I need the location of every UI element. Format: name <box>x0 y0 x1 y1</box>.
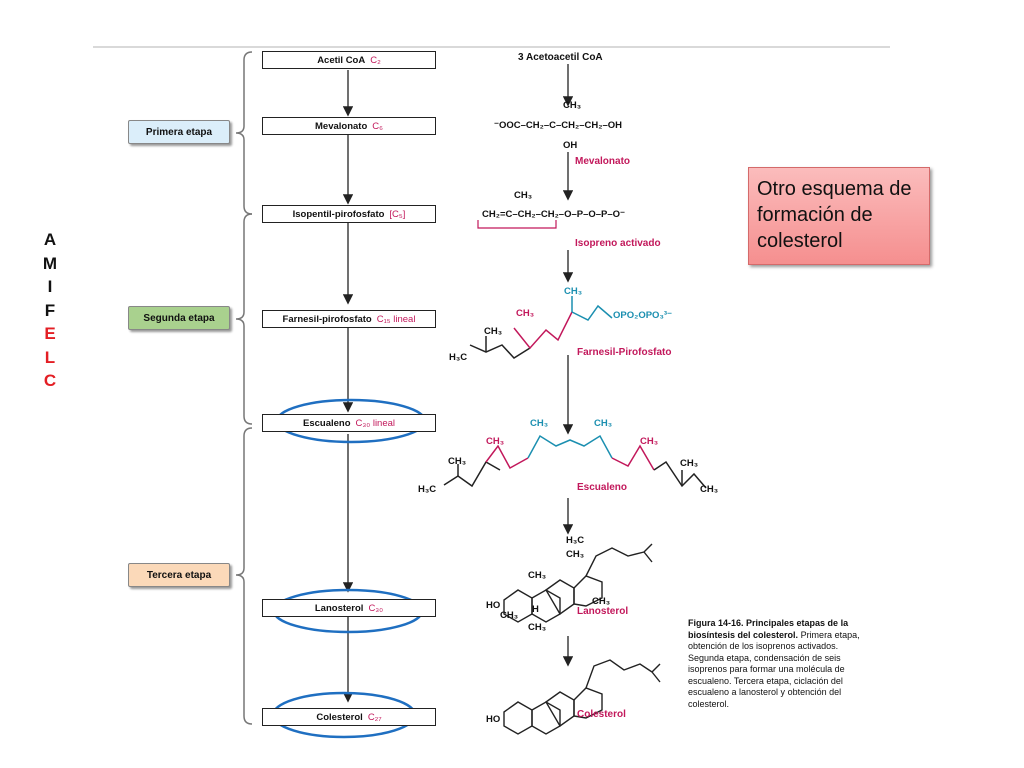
lanosterol-ch3-b: CH₃ <box>528 570 547 581</box>
escualeno-ch3-c: CH₃ <box>530 418 549 429</box>
letter-a: A <box>43 230 57 249</box>
lanosterol-label: Lanosterol <box>577 606 629 617</box>
box-colesterol-name: Colesterol <box>316 711 363 723</box>
box-escualeno-carbons: C₃₀ lineal <box>355 417 396 429</box>
escualeno-ch3-d: CH₃ <box>594 418 613 429</box>
escualeno-h3c: H₃C <box>418 484 437 495</box>
escualeno-ch3-a: CH₃ <box>448 456 467 467</box>
lanosterol-ch3-e: CH₃ <box>528 622 547 633</box>
farnesil-h3c: H₃C <box>449 352 468 363</box>
box-lanosterol: Lanosterol C₃₀ <box>262 599 436 617</box>
letter-l: L <box>44 347 56 367</box>
box-farnesil: Farnesil-pirofosfato C₁₅ lineal <box>262 310 436 328</box>
escualeno-ch3-b: CH₃ <box>486 436 505 447</box>
stage-tercera: Tercera etapa <box>128 563 230 587</box>
letter-c: C <box>43 371 57 390</box>
mevalonato-oh: OH <box>563 140 578 151</box>
colesterol-label: Colesterol <box>577 709 626 720</box>
figure-caption: Figura 14-16. Principales etapas de la b… <box>688 618 874 710</box>
lanosterol-ch3-c: CH₃ <box>592 596 611 607</box>
farnesil-ch3-c: CH₃ <box>564 286 583 297</box>
caption-body: Primera etapa, obtención de los isopreno… <box>688 629 860 709</box>
box-mevalonato: Mevalonato C₆ <box>262 117 436 135</box>
isopreno-ch3: CH₃ <box>514 190 533 201</box>
box-isopentil-name: Isopentil-pirofosfato <box>292 208 385 220</box>
box-mevalonato-name: Mevalonato <box>315 120 368 132</box>
side-acronym: A M I F E L C <box>38 228 62 393</box>
stage-segunda: Segunda etapa <box>128 306 230 330</box>
brace-primera <box>235 51 253 215</box>
lanosterol-h: H <box>532 604 539 615</box>
box-colesterol: Colesterol C₂₇ <box>262 708 436 726</box>
note-box: Otro esquema de formación de colesterol <box>748 167 930 265</box>
box-acetil-coa: Acetil CoA C₂ <box>262 51 436 69</box>
colesterol-structure <box>503 659 661 735</box>
box-escualeno: Escualeno C₃₀ lineal <box>262 414 436 432</box>
lanosterol-ch3-a: CH₃ <box>566 549 585 560</box>
box-farnesil-carbons: C₁₅ lineal <box>376 313 416 325</box>
isopreno-formula: CH₂=C–CH₂–CH₂–O–P–O–P–O⁻ <box>482 209 626 220</box>
top-rule <box>93 46 890 48</box>
colesterol-ho: HO <box>486 714 501 725</box>
box-acetil-coa-carbons: C₂ <box>370 54 381 66</box>
box-lanosterol-carbons: C₃₀ <box>368 602 384 614</box>
letter-i: I <box>47 277 53 296</box>
lanosterol-ho: HO <box>486 600 501 611</box>
farnesil-group: OPO₂OPO₃³⁻ <box>613 310 673 321</box>
mevalonato-ch3: CH₃ <box>563 100 582 111</box>
escualeno-structure <box>443 434 707 489</box>
brace-tercera <box>235 427 253 725</box>
box-mevalonato-carbons: C₆ <box>372 120 383 132</box>
isopreno-label: Isopreno activado <box>575 238 661 249</box>
box-isopentil: Isopentil-pirofosfato [C₅] <box>262 205 436 223</box>
acetoacetil-label: 3 Acetoacetil CoA <box>518 52 603 63</box>
brace-segunda <box>235 213 253 425</box>
escualeno-ch3-f: CH₃ <box>680 458 699 469</box>
mevalonato-label: Mevalonato <box>575 156 631 167</box>
caption-title: Figura 14-16. Principales etapas de la b… <box>688 618 849 640</box>
escualeno-ch3-e: CH₃ <box>640 436 659 447</box>
escualeno-ch3-g: CH₃ <box>700 484 719 495</box>
mevalonato-formula: ⁻OOC–CH₂–C–CH₂–CH₂–OH <box>494 120 623 131</box>
farnesil-ch3-b: CH₃ <box>516 308 535 319</box>
box-acetil-coa-name: Acetil CoA <box>317 54 366 66</box>
box-lanosterol-name: Lanosterol <box>314 602 364 614</box>
box-farnesil-name: Farnesil-pirofosfato <box>282 313 372 325</box>
farnesil-structure <box>469 296 613 359</box>
letter-f: F <box>44 300 56 320</box>
letter-e: E <box>44 324 56 343</box>
stage-primera: Primera etapa <box>128 120 230 144</box>
lanosterol-h3c: H₃C <box>566 535 585 546</box>
farnesil-label: Farnesil-Pirofosfato <box>577 347 672 358</box>
box-colesterol-carbons: C₂₇ <box>367 711 382 723</box>
box-escualeno-name: Escualeno <box>302 417 351 429</box>
lanosterol-structure <box>503 543 653 623</box>
box-isopentil-carbons: [C₅] <box>389 208 406 220</box>
farnesil-ch3-a: CH₃ <box>484 326 503 337</box>
letter-m: M <box>42 253 58 273</box>
lanosterol-ch3-d: CH₃ <box>500 610 519 621</box>
escualeno-label: Escualeno <box>577 482 628 493</box>
